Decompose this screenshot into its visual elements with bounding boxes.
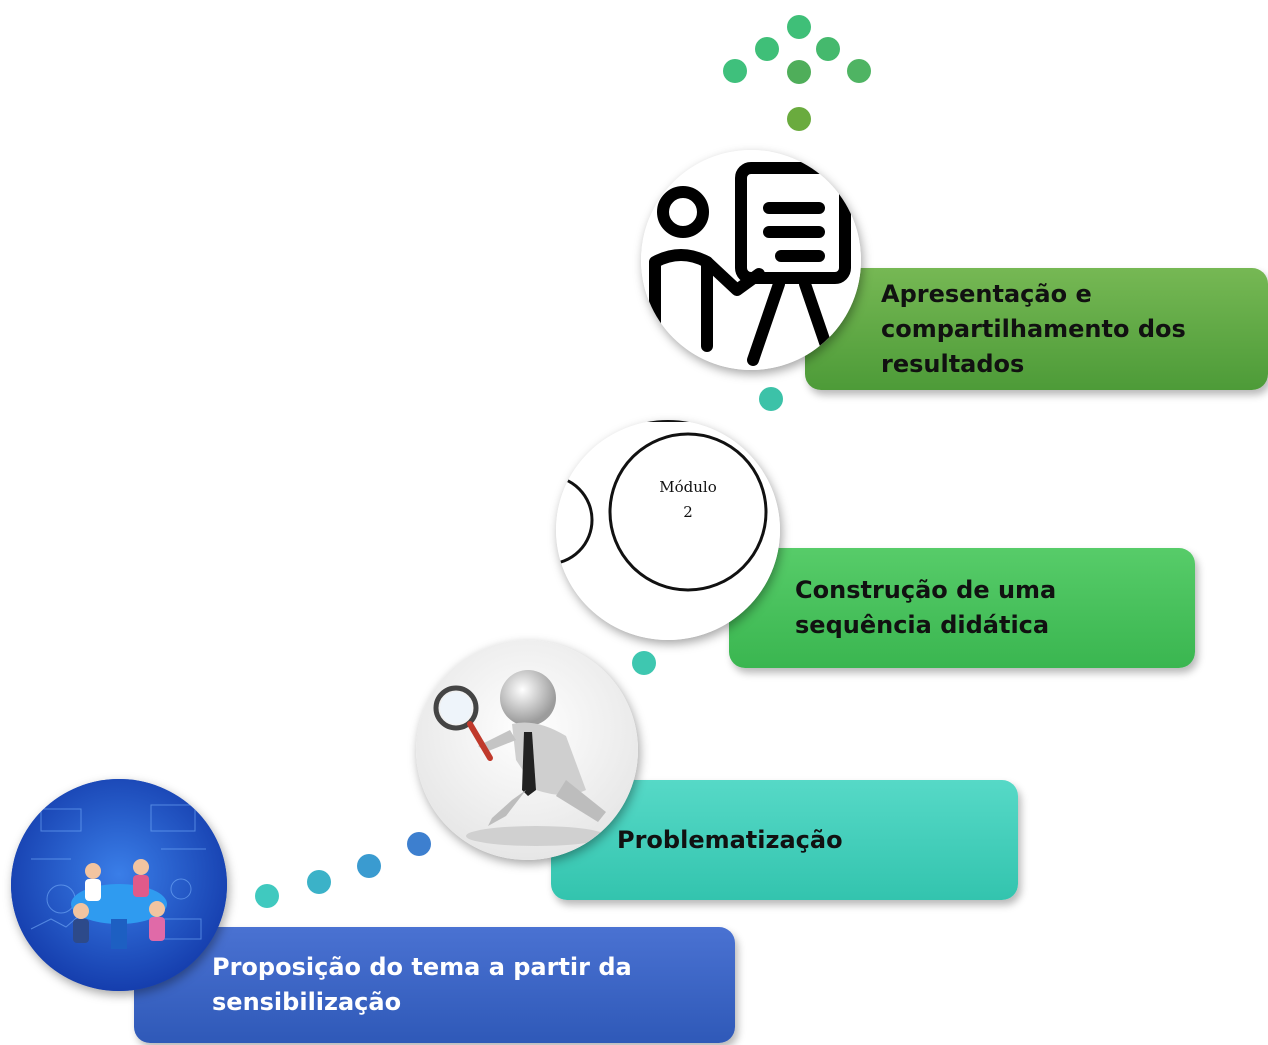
step-label: Apresentação e compartilhamento dos resu… bbox=[881, 277, 1186, 382]
step-box-construcao: Construção de uma sequência didática bbox=[729, 548, 1195, 668]
step-label: Construção de uma sequência didática bbox=[795, 573, 1056, 643]
connector-dot bbox=[307, 870, 331, 894]
connector-dot bbox=[255, 884, 279, 908]
connector-dot bbox=[759, 387, 783, 411]
connector-dot bbox=[632, 651, 656, 675]
step-box-apresentacao: Apresentação e compartilhamento dos resu… bbox=[805, 268, 1268, 390]
step-label: Proposição do tema a partir da sensibili… bbox=[212, 950, 632, 1020]
connector-dot bbox=[407, 832, 431, 856]
magnifier-figure-icon bbox=[416, 640, 638, 860]
step-label-line: Proposição do tema a partir da bbox=[212, 953, 632, 981]
step-label-line: Construção de uma bbox=[795, 576, 1057, 604]
connector-dot bbox=[723, 59, 747, 83]
team-meeting-icon bbox=[11, 779, 227, 991]
presenter-board-icon bbox=[641, 150, 861, 370]
connector-dot bbox=[755, 37, 779, 61]
connector-dot bbox=[787, 15, 811, 39]
step-box-proposicao: Proposição do tema a partir da sensibili… bbox=[134, 927, 735, 1043]
step-label-line: compartilhamento dos bbox=[881, 314, 1186, 343]
step-label-line: sensibilização bbox=[212, 988, 402, 1016]
module-title: Módulo bbox=[659, 478, 716, 496]
connector-dot bbox=[787, 60, 811, 84]
step-label-line: Apresentação e bbox=[881, 279, 1092, 308]
step-label-line: resultados bbox=[881, 349, 1025, 378]
step-label: Problematização bbox=[617, 823, 843, 858]
module-diagram-icon: Módulo 2 bbox=[556, 420, 780, 640]
step-label-line: Problematização bbox=[617, 825, 843, 854]
step-label-line: sequência didática bbox=[795, 611, 1050, 639]
module-number: 2 bbox=[683, 503, 693, 521]
connector-dot bbox=[357, 854, 381, 878]
connector-dot bbox=[787, 107, 811, 131]
connector-dot bbox=[847, 59, 871, 83]
step-box-problematizacao: Problematização bbox=[551, 780, 1018, 900]
connector-dot bbox=[816, 37, 840, 61]
